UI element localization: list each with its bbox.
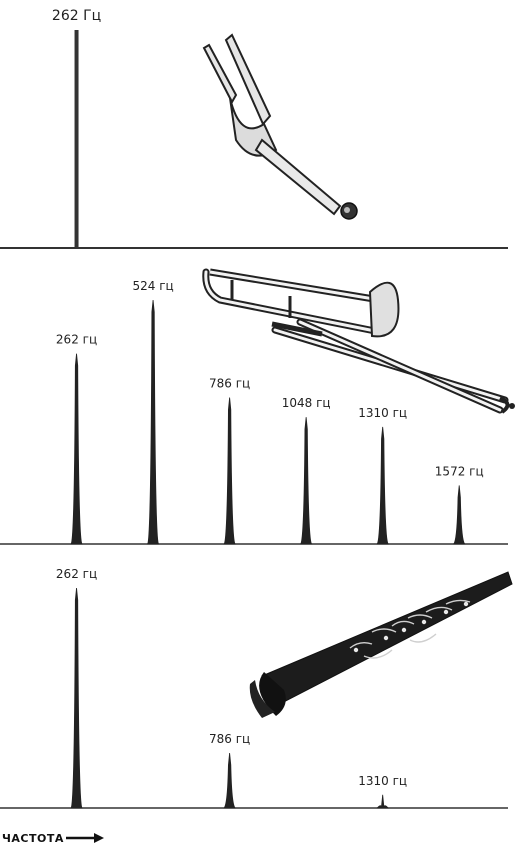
peak-2-1: [70, 353, 83, 545]
peak-label-2-4: 1048 гц: [282, 396, 331, 410]
x-axis-arrow-head-icon: [94, 833, 104, 843]
x-axis-label-group: ЧАСТОТА: [2, 832, 104, 844]
peak-label-2-6: 1572 гц: [435, 464, 484, 478]
peak-label-3-1: 262 гц: [56, 567, 97, 581]
peak-2-5: [376, 426, 390, 545]
tuning-fork-icon: [202, 33, 358, 220]
peak-label-2-2: 524 гц: [132, 279, 173, 293]
peak-2-2: [146, 299, 160, 545]
peak-2-6: [452, 485, 466, 545]
peak-label-2-1: 262 гц: [56, 333, 97, 347]
panel-clarinet: 262 гц 786 гц 1310 гц: [0, 567, 513, 809]
peak-3-2: [223, 752, 236, 809]
peak-label-1-1: 262 Гц: [52, 8, 101, 24]
clarinet-icon: [249, 571, 513, 718]
peak-label-3-3: 1310 гц: [358, 774, 407, 788]
peak-3-1: [70, 587, 83, 809]
peak-label-3-2: 786 гц: [209, 732, 250, 746]
x-axis-label: ЧАСТОТА: [2, 832, 64, 844]
peak-2-4: [299, 417, 313, 545]
peak-2-3: [223, 397, 236, 545]
peak-label-2-3: 786 гц: [209, 377, 250, 391]
panel-tuning-fork: 262 Гц: [0, 8, 508, 249]
peak-3-3: [376, 794, 390, 809]
peak-label-2-5: 1310 гц: [358, 406, 407, 420]
trombone-icon: [202, 268, 515, 414]
panel-trombone: 262 гц 524 гц 786 гц 1048 гц 1310 гц 1572 гц: [0, 268, 515, 545]
